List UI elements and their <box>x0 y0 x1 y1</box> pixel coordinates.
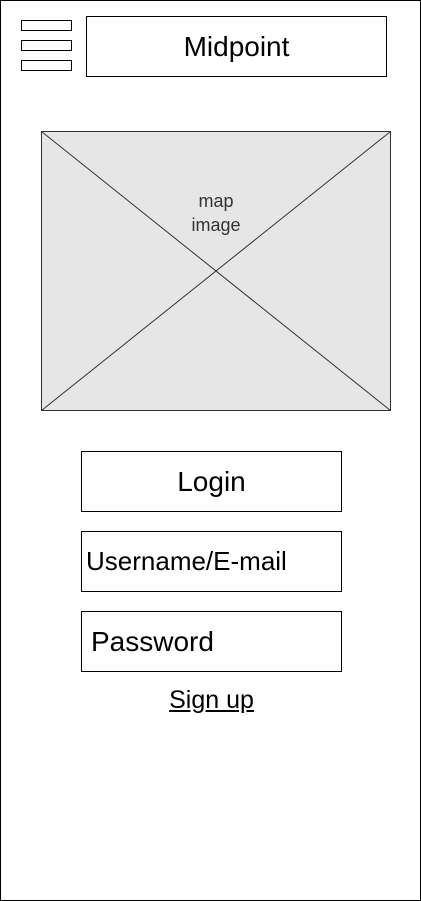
map-label-line1: map <box>198 191 234 211</box>
menu-bar-bottom <box>21 60 72 71</box>
menu-bar-middle <box>21 40 72 51</box>
sign-up-link[interactable]: Sign up <box>169 686 254 714</box>
hamburger-menu-icon[interactable] <box>21 20 73 74</box>
login-button[interactable]: Login <box>81 451 342 512</box>
app-title: Midpoint <box>86 16 387 77</box>
username-field[interactable]: Username/E-mail <box>81 531 342 592</box>
map-placeholder-graphic <box>41 131 391 411</box>
menu-bar-top <box>21 20 72 31</box>
map-label-line2: image <box>191 215 241 235</box>
map-image-placeholder: map image <box>41 131 391 411</box>
password-field[interactable]: Password <box>81 611 342 672</box>
map-label: map image <box>41 189 391 237</box>
